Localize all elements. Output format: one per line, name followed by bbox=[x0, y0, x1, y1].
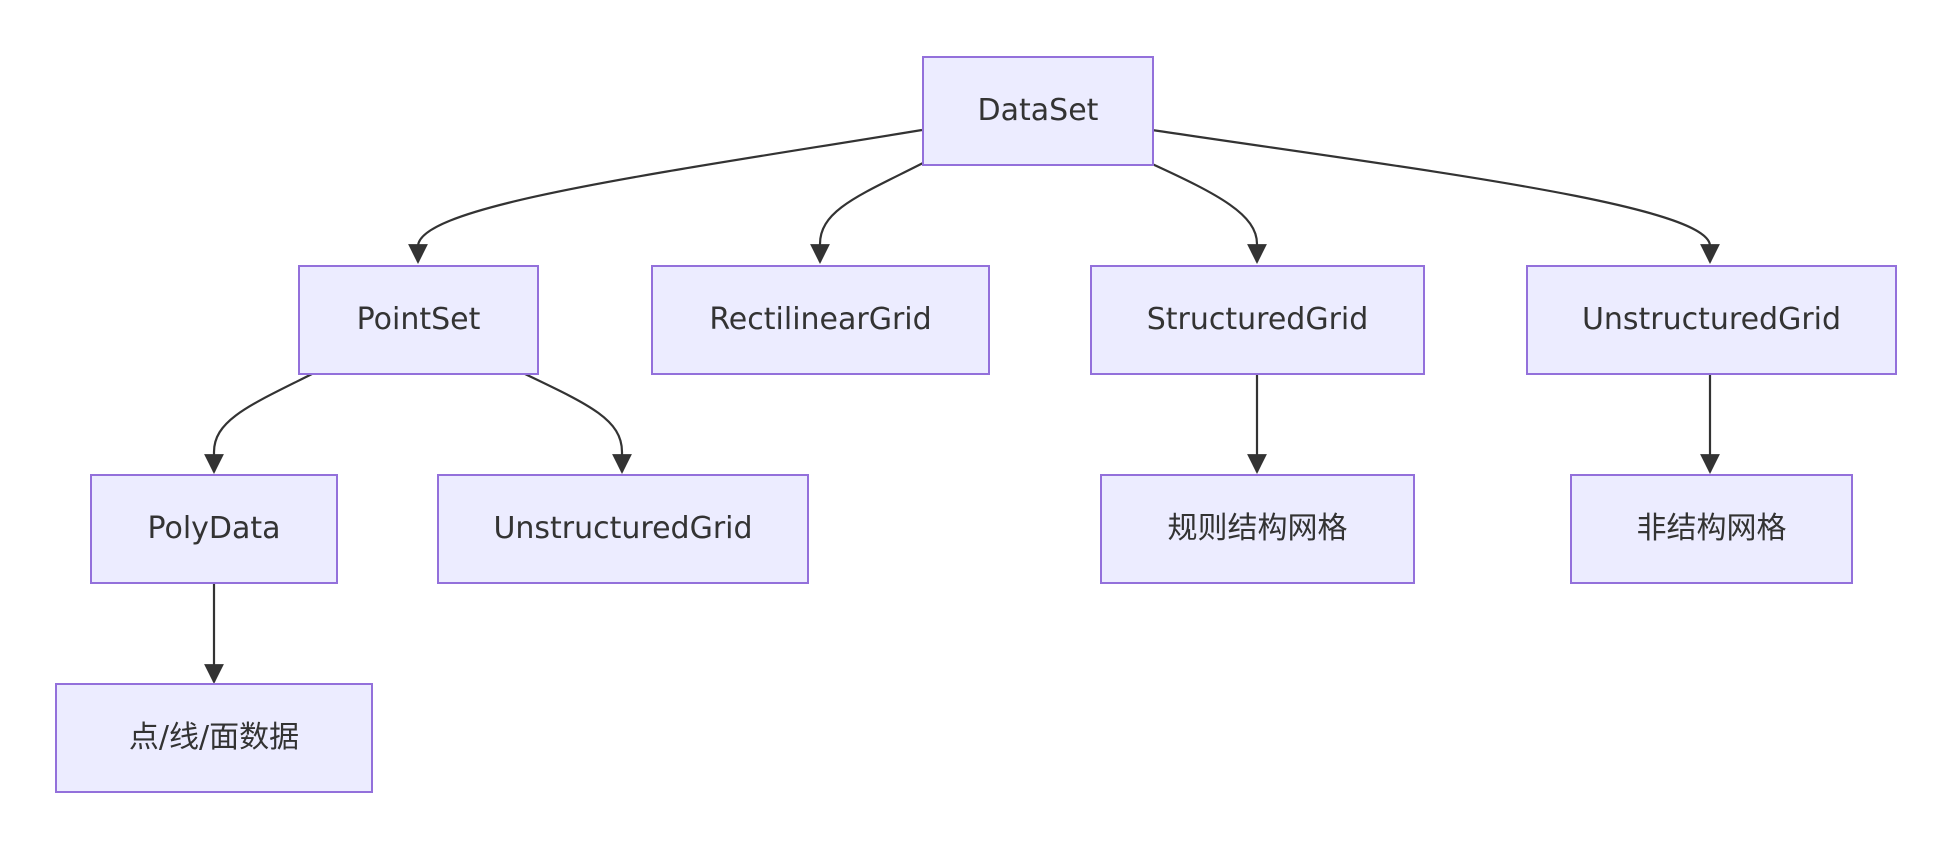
edge-dataset-unstructured bbox=[1151, 128, 1720, 264]
node-label: StructuredGrid bbox=[1146, 302, 1369, 337]
node-label: PolyData bbox=[147, 511, 281, 546]
node-label: 规则结构网格 bbox=[1167, 511, 1348, 546]
node-label: UnstructuredGrid bbox=[493, 511, 753, 546]
node-label: 点/线/面数据 bbox=[128, 720, 300, 755]
node-dataset: DataSet bbox=[922, 56, 1154, 166]
node-label: 非结构网格 bbox=[1636, 511, 1787, 546]
node-label: PointSet bbox=[356, 302, 481, 337]
node-polydata-desc: 点/线/面数据 bbox=[55, 683, 373, 793]
node-unstructured-desc: 非结构网格 bbox=[1570, 474, 1853, 584]
edge-dataset-structured bbox=[1149, 161, 1267, 264]
node-structured-grid: StructuredGrid bbox=[1090, 265, 1425, 375]
node-unstructured-grid-child: UnstructuredGrid bbox=[437, 474, 809, 584]
node-label: UnstructuredGrid bbox=[1581, 302, 1842, 337]
node-rectilinear-grid: RectilinearGrid bbox=[651, 265, 990, 375]
node-polydata: PolyData bbox=[90, 474, 338, 584]
node-pointset: PointSet bbox=[298, 265, 539, 375]
node-label: RectilinearGrid bbox=[709, 302, 932, 337]
edge-pointset-unstructured bbox=[524, 373, 632, 474]
edge-pointset-polydata bbox=[204, 373, 313, 474]
edge-dataset-pointset bbox=[408, 128, 923, 264]
node-structured-desc: 规则结构网格 bbox=[1100, 474, 1415, 584]
node-label: DataSet bbox=[977, 93, 1099, 128]
edge-dataset-rectilinear bbox=[810, 162, 924, 264]
node-unstructured-grid-top: UnstructuredGrid bbox=[1526, 265, 1897, 375]
